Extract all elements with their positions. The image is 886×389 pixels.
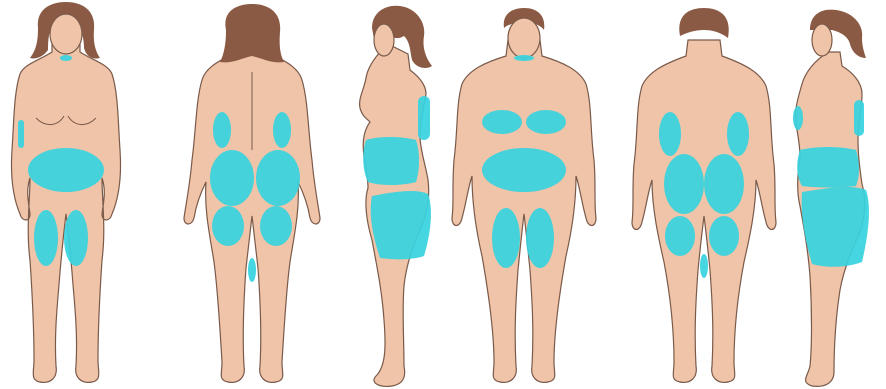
- zone-left-buttock: [210, 150, 254, 206]
- zone-abdomen: [363, 137, 419, 185]
- zone-left-side: [18, 120, 24, 148]
- hair: [679, 8, 728, 38]
- face: [508, 18, 540, 58]
- zone-right-rear-thigh: [709, 216, 739, 256]
- zone-back-flank: [418, 96, 430, 140]
- zone-left-rear-thigh: [212, 206, 244, 246]
- figure-female-side: [360, 6, 432, 387]
- zone-left-rear-thigh: [665, 216, 695, 256]
- skin: [11, 40, 120, 382]
- zone-right-buttock: [704, 154, 744, 214]
- zone-hip-and-thigh: [371, 191, 431, 259]
- figure-female-back: [184, 4, 320, 382]
- zone-left-thigh: [34, 210, 58, 266]
- zone-right-buttock: [256, 150, 300, 206]
- neck-shadow: [60, 55, 72, 61]
- skin: [632, 40, 776, 382]
- figure-female-front: [11, 2, 120, 382]
- zone-upper-back-right: [273, 112, 291, 148]
- zone-waist: [28, 148, 104, 192]
- zone-abdomen: [482, 148, 566, 192]
- skin: [452, 40, 596, 382]
- zone-right-thigh: [526, 208, 554, 268]
- figure-male-side: [793, 10, 869, 387]
- zone-right-thigh: [64, 210, 88, 266]
- face: [50, 14, 82, 54]
- figure-male-front: [452, 8, 596, 382]
- zone-right-rear-thigh: [260, 206, 292, 246]
- zone-left-chest: [482, 110, 522, 134]
- zone-abdomen: [797, 147, 859, 188]
- zone-inner-knee: [248, 258, 256, 282]
- zone-left-buttock: [664, 154, 704, 214]
- zone-chest: [793, 106, 803, 130]
- zone-inner-knee: [700, 254, 708, 278]
- hair: [220, 4, 284, 62]
- zone-back-flank: [854, 100, 864, 136]
- zone-chin: [514, 55, 534, 61]
- zone-left-thigh: [492, 208, 520, 268]
- zone-right-chest: [526, 110, 566, 134]
- zone-hip-and-thigh: [802, 187, 869, 267]
- zone-upper-back-left: [213, 112, 231, 148]
- zone-upper-back-left: [659, 112, 681, 156]
- zone-upper-back-right: [727, 112, 749, 156]
- face: [374, 24, 394, 56]
- figure-male-back: [632, 8, 776, 382]
- face: [812, 24, 832, 56]
